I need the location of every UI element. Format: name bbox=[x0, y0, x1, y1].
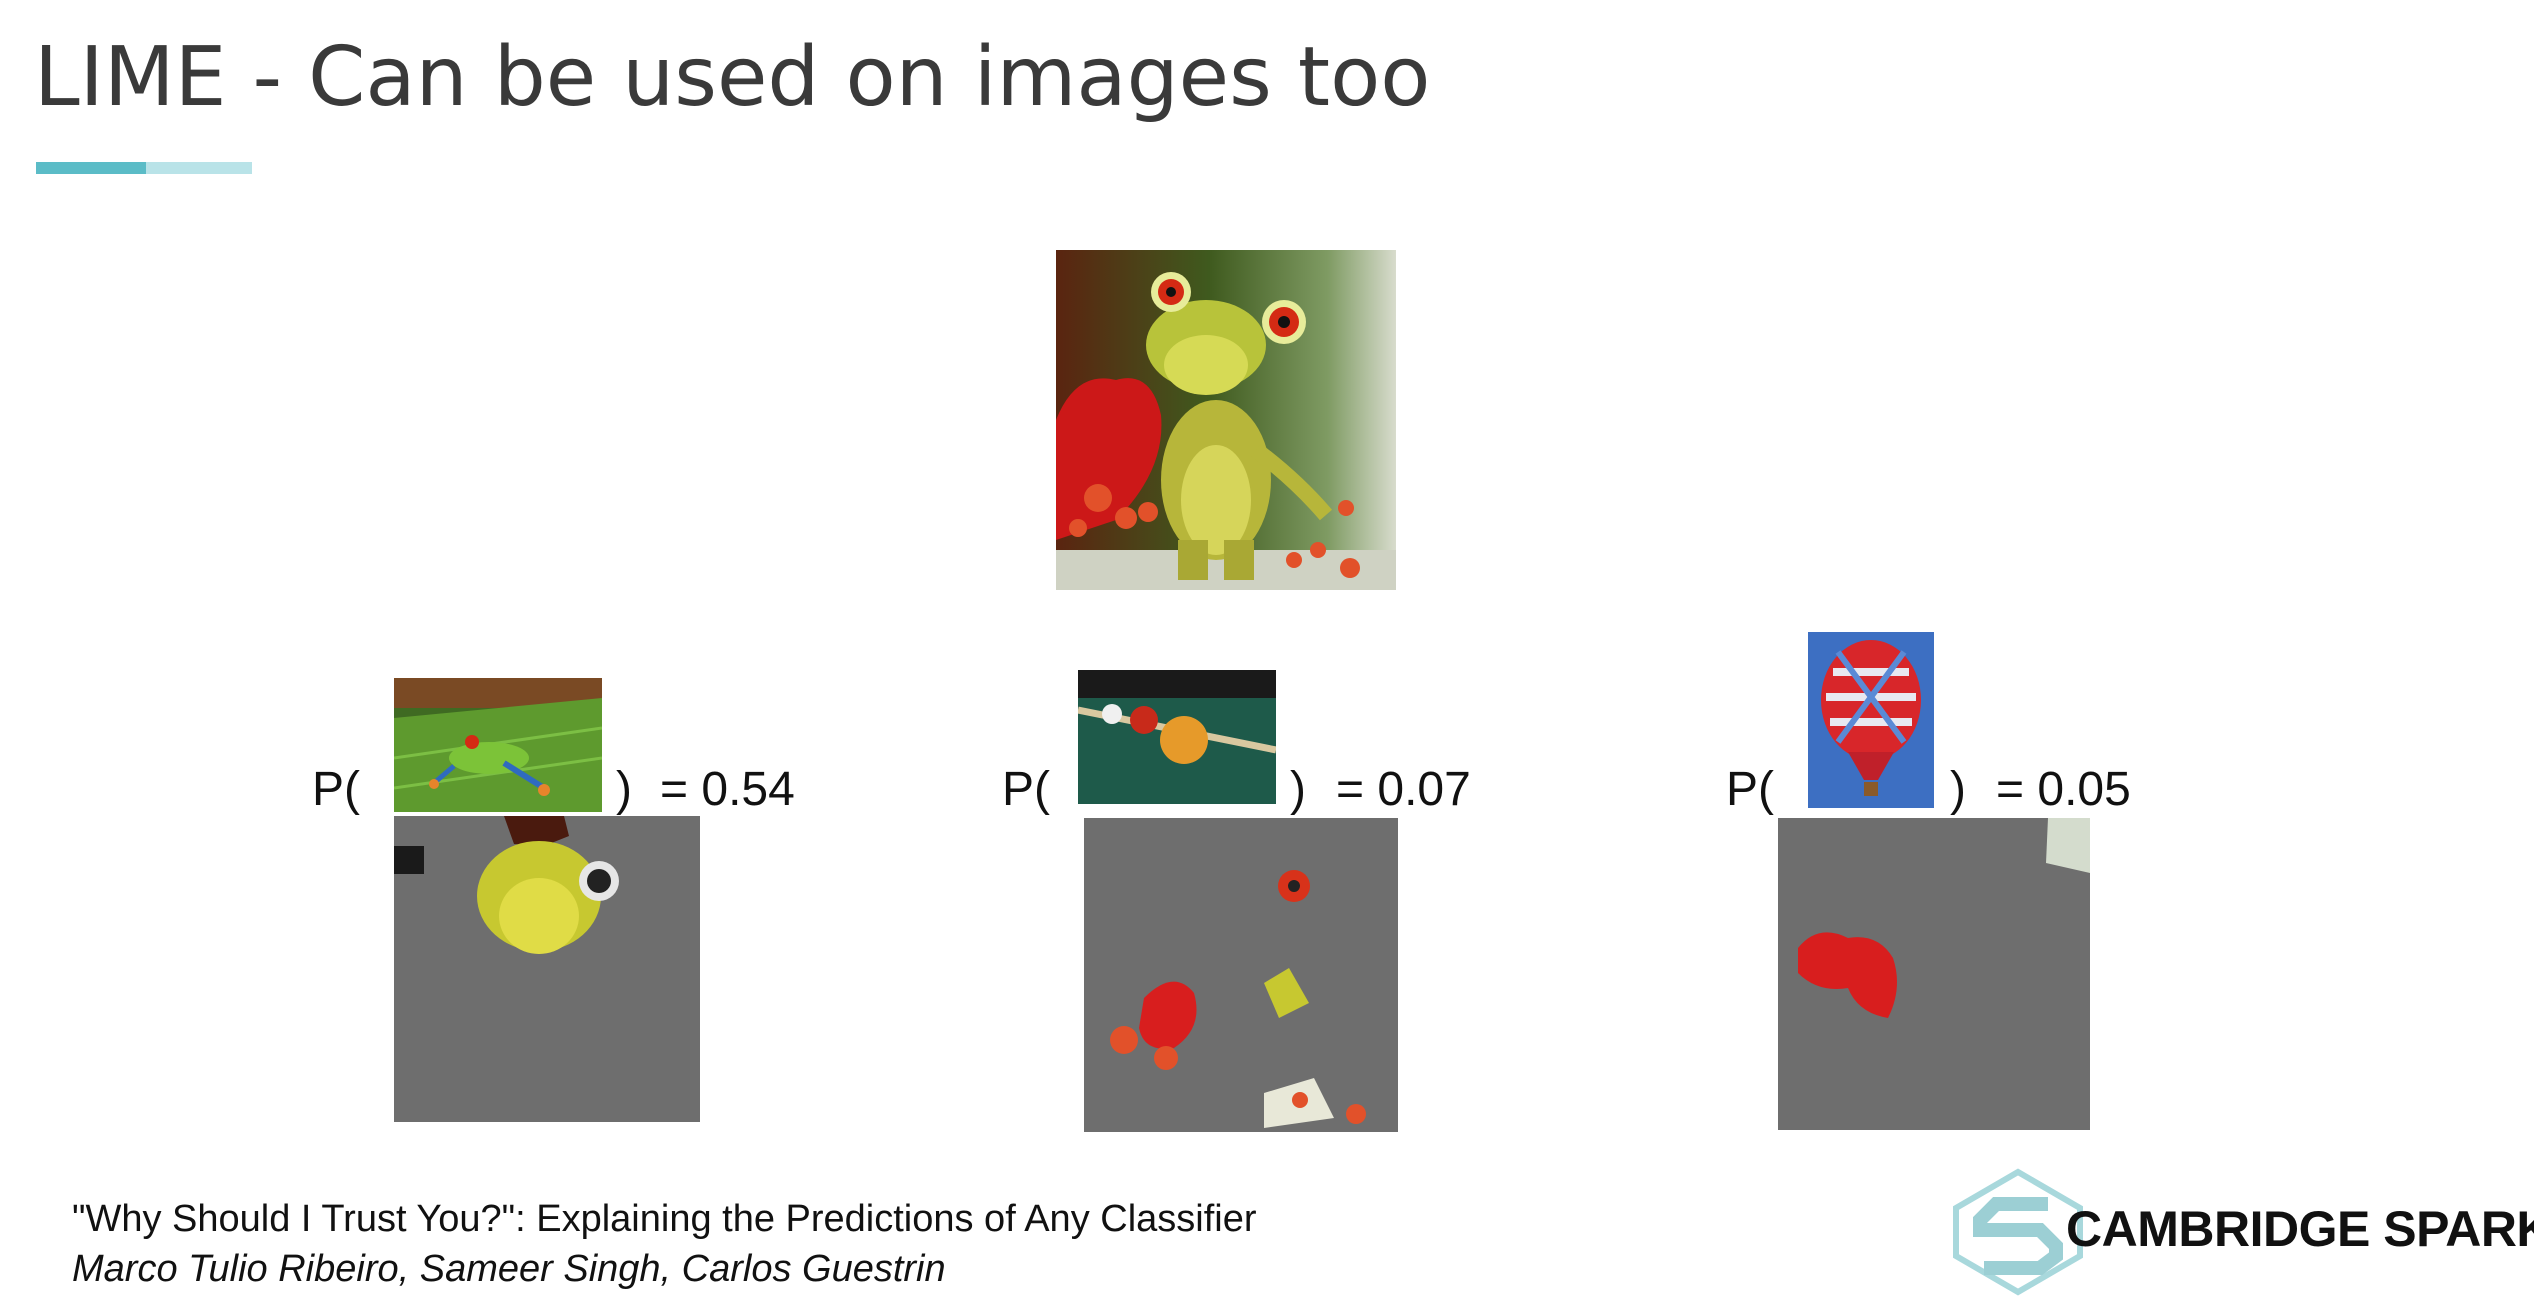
prediction-3-value: = 0.05 bbox=[1996, 763, 2131, 816]
prediction-2-prefix: P( bbox=[1002, 763, 1050, 816]
citation-authors: Marco Tulio Ribeiro, Sameer Singh, Carlo… bbox=[72, 1248, 946, 1290]
cambridge-spark-logo-icon bbox=[1948, 1168, 2088, 1296]
prediction-2-suffix: ) bbox=[1290, 763, 1306, 816]
prediction-1-prefix: P( bbox=[312, 763, 360, 816]
title-underline bbox=[36, 162, 252, 174]
slide-title: LIME - Can be used on images too bbox=[34, 30, 1431, 125]
main-frog-image bbox=[1056, 250, 1396, 590]
billiards-image bbox=[1078, 670, 1276, 804]
prediction-2-value: = 0.07 bbox=[1336, 763, 1471, 816]
citation-paper-title: "Why Should I Trust You?": Explaining th… bbox=[72, 1198, 1257, 1240]
prediction-1-value: = 0.54 bbox=[660, 763, 795, 816]
lime-explanation-billiards bbox=[1084, 818, 1398, 1132]
prediction-3-suffix: ) bbox=[1950, 763, 1966, 816]
tree-frog-image bbox=[394, 678, 602, 812]
prediction-1-suffix: ) bbox=[616, 763, 632, 816]
prediction-3-prefix: P( bbox=[1726, 763, 1774, 816]
lime-explanation-balloon bbox=[1778, 818, 2090, 1130]
lime-explanation-frog bbox=[394, 816, 700, 1122]
logo-text: CAMBRIDGE SPARK bbox=[2066, 1201, 2534, 1257]
hot-air-balloon-image bbox=[1808, 632, 1934, 808]
